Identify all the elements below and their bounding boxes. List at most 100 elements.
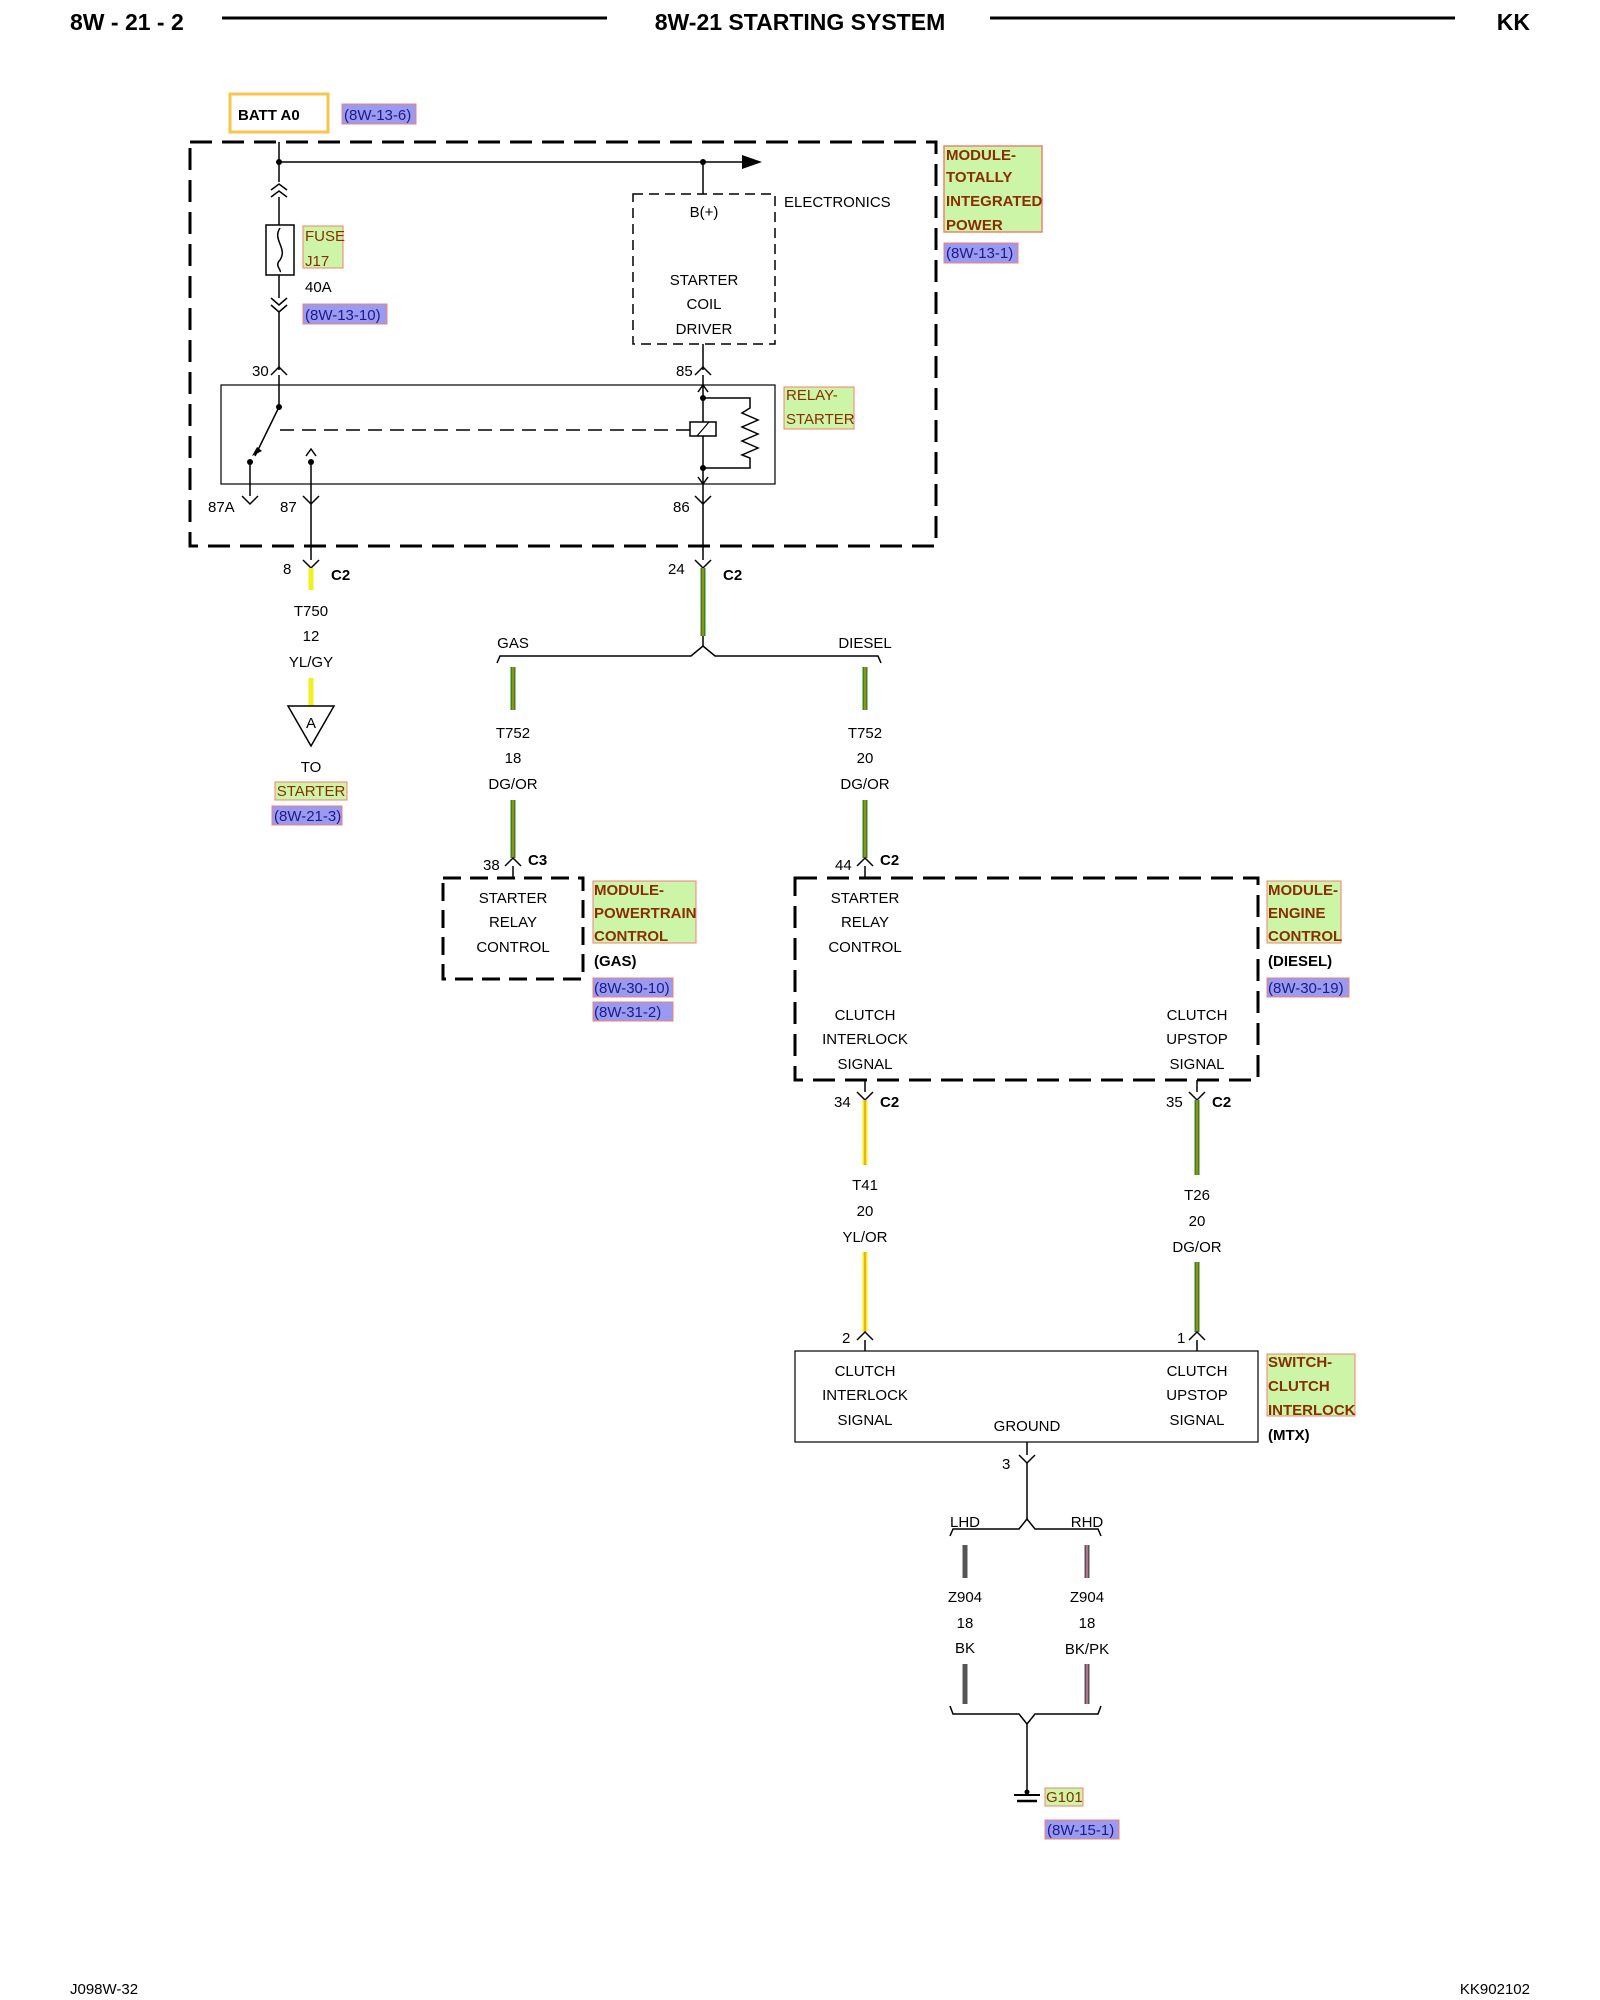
pcm-text-line2: RELAY — [489, 914, 537, 931]
t750-circuit: T750 — [294, 603, 328, 620]
starter-ref-link[interactable]: (8W-21-3) — [274, 808, 341, 825]
splice-dot — [276, 159, 282, 165]
c2-pin24-conn: C2 — [723, 567, 742, 584]
switch-variant: (MTX) — [1268, 1427, 1310, 1444]
relay-name-line2: STARTER — [786, 411, 855, 428]
t41-color: YL/OR — [842, 1229, 887, 1246]
footer-code-right: KK902102 — [1460, 1981, 1530, 1998]
ecm-left-sig-1: CLUTCH — [835, 1007, 896, 1024]
starter-ref-marker: A — [306, 715, 316, 732]
c3-conn: C3 — [528, 852, 547, 869]
switch-pin1-label: 1 — [1177, 1330, 1185, 1347]
tipm-name-line4: POWER — [946, 217, 1003, 234]
fuse-rating: 40A — [305, 279, 332, 296]
z904-lhd-circuit: Z904 — [948, 1589, 982, 1606]
z904-rhd-gauge: 18 — [1079, 1615, 1096, 1632]
switch-pin2-chevron-icon — [856, 1330, 874, 1341]
switch-right-sig-1: CLUTCH — [1167, 1363, 1228, 1380]
vehicle-code: KK — [1497, 9, 1531, 35]
pcm-ref2-link[interactable]: (8W-31-2) — [594, 1004, 661, 1021]
relay-switch-arm — [254, 406, 280, 457]
fuse-name-line2: J17 — [305, 253, 329, 270]
switch-name-line3: INTERLOCK — [1268, 1402, 1356, 1419]
batt-label-box — [228, 92, 330, 134]
page-number: 8W - 21 - 2 — [70, 9, 184, 35]
pcm-ref1-link[interactable]: (8W-30-10) — [594, 980, 670, 997]
c2-pin8-chevron-icon — [302, 559, 320, 570]
starter-ref-bg — [271, 805, 343, 826]
pcm-ref2-bg — [592, 1001, 674, 1022]
ground-dot — [1024, 1789, 1030, 1795]
t752-gas-circuit: T752 — [496, 725, 530, 742]
rhd-label: RHD — [1071, 1514, 1104, 1531]
ground-ref-link[interactable]: (8W-15-1) — [1047, 1822, 1114, 1839]
ecm-right-sig-3: SIGNAL — [1169, 1056, 1224, 1073]
t26-color: DG/OR — [1172, 1239, 1221, 1256]
tipm-name-line3: INTEGRATED — [946, 193, 1043, 210]
tipm-name-bg — [943, 145, 1043, 233]
starter-name-bg — [274, 781, 348, 801]
ecm-ref-link[interactable]: (8W-30-19) — [1268, 980, 1344, 997]
contact-dot — [308, 459, 314, 465]
z904-rhd-color: BK/PK — [1065, 1641, 1109, 1658]
pcm-variant: (GAS) — [594, 953, 637, 970]
switch-ground-label: GROUND — [994, 1418, 1061, 1435]
pcm-name-line1: MODULE- — [594, 882, 664, 899]
fuse-icon — [265, 224, 295, 276]
batt-ref-bg — [341, 103, 417, 125]
switch-left-sig-3: SIGNAL — [837, 1412, 892, 1429]
tipm-name-line2: TOTALLY — [946, 169, 1012, 186]
starter-ref-triangle-icon — [286, 705, 336, 748]
relay-name-line1: RELAY- — [786, 387, 838, 404]
starter-coil-driver-box — [632, 193, 776, 345]
t752-diesel-color: DG/OR — [840, 776, 889, 793]
ecm-module-outline — [793, 876, 1260, 1082]
pcm-text-line3: CONTROL — [476, 939, 549, 956]
pcm-ref1-bg — [592, 977, 674, 998]
t750-gauge: 12 — [303, 628, 320, 645]
fuse-element-icon — [277, 227, 283, 273]
ecm-left-sig-3: SIGNAL — [837, 1056, 892, 1073]
switch-arrow-icon — [252, 447, 262, 456]
c2-pin44-chevron-icon — [856, 856, 874, 867]
driver-line3: DRIVER — [676, 321, 733, 338]
gas-label: GAS — [497, 635, 529, 652]
diesel-label: DIESEL — [838, 635, 891, 652]
fuse-ref-bg — [302, 303, 388, 325]
ecm-left-sig-2: INTERLOCK — [822, 1031, 908, 1048]
ecm-name-line1: MODULE- — [1268, 882, 1338, 899]
pin-85-label: 85 — [676, 363, 693, 380]
z904-lhd-gauge: 18 — [957, 1615, 974, 1632]
switch-right-sig-2: UPSTOP — [1166, 1387, 1227, 1404]
driver-line2: COIL — [686, 296, 721, 313]
c2-pin35-label: 35 — [1166, 1094, 1183, 1111]
c2-pin24-chevron-icon — [694, 559, 712, 570]
splice-dot — [700, 159, 706, 165]
electronics-label: ELECTRONICS — [784, 194, 891, 211]
switch-left-sig-1: CLUTCH — [835, 1363, 896, 1380]
lhd-label: LHD — [950, 1514, 980, 1531]
switch-pin3-label: 3 — [1002, 1456, 1010, 1473]
tipm-ref-link[interactable]: (8W-13-1) — [946, 245, 1013, 262]
relay-coil-slash — [696, 421, 710, 437]
pin-85-chevron-icon — [694, 365, 712, 376]
starter-ref-to: TO — [301, 759, 322, 776]
lhd-rhd-split-bottom — [949, 1705, 1102, 1726]
z904-lhd-color: BK — [955, 1640, 975, 1657]
t26-circuit: T26 — [1184, 1187, 1210, 1204]
relay-name-bg — [783, 386, 855, 430]
ecm-right-sig-1: CLUTCH — [1167, 1007, 1228, 1024]
batt-label: BATT A0 — [238, 107, 300, 124]
fuse-ref-link[interactable]: (8W-13-10) — [305, 307, 381, 324]
t752-diesel-circuit: T752 — [848, 725, 882, 742]
c3-pin38-label: 38 — [483, 857, 500, 874]
tipm-module-outline — [188, 140, 938, 548]
c2-pin8-conn: C2 — [331, 567, 350, 584]
tipm-ref-bg — [943, 242, 1019, 264]
t752-diesel-gauge: 20 — [857, 750, 874, 767]
ecm-text-line2: RELAY — [841, 914, 889, 931]
t750-color: YL/GY — [289, 654, 333, 671]
batt-ref-link[interactable]: (8W-13-6) — [344, 107, 411, 124]
driver-line1: STARTER — [670, 272, 739, 289]
pin-87a-label: 87A — [208, 499, 235, 516]
